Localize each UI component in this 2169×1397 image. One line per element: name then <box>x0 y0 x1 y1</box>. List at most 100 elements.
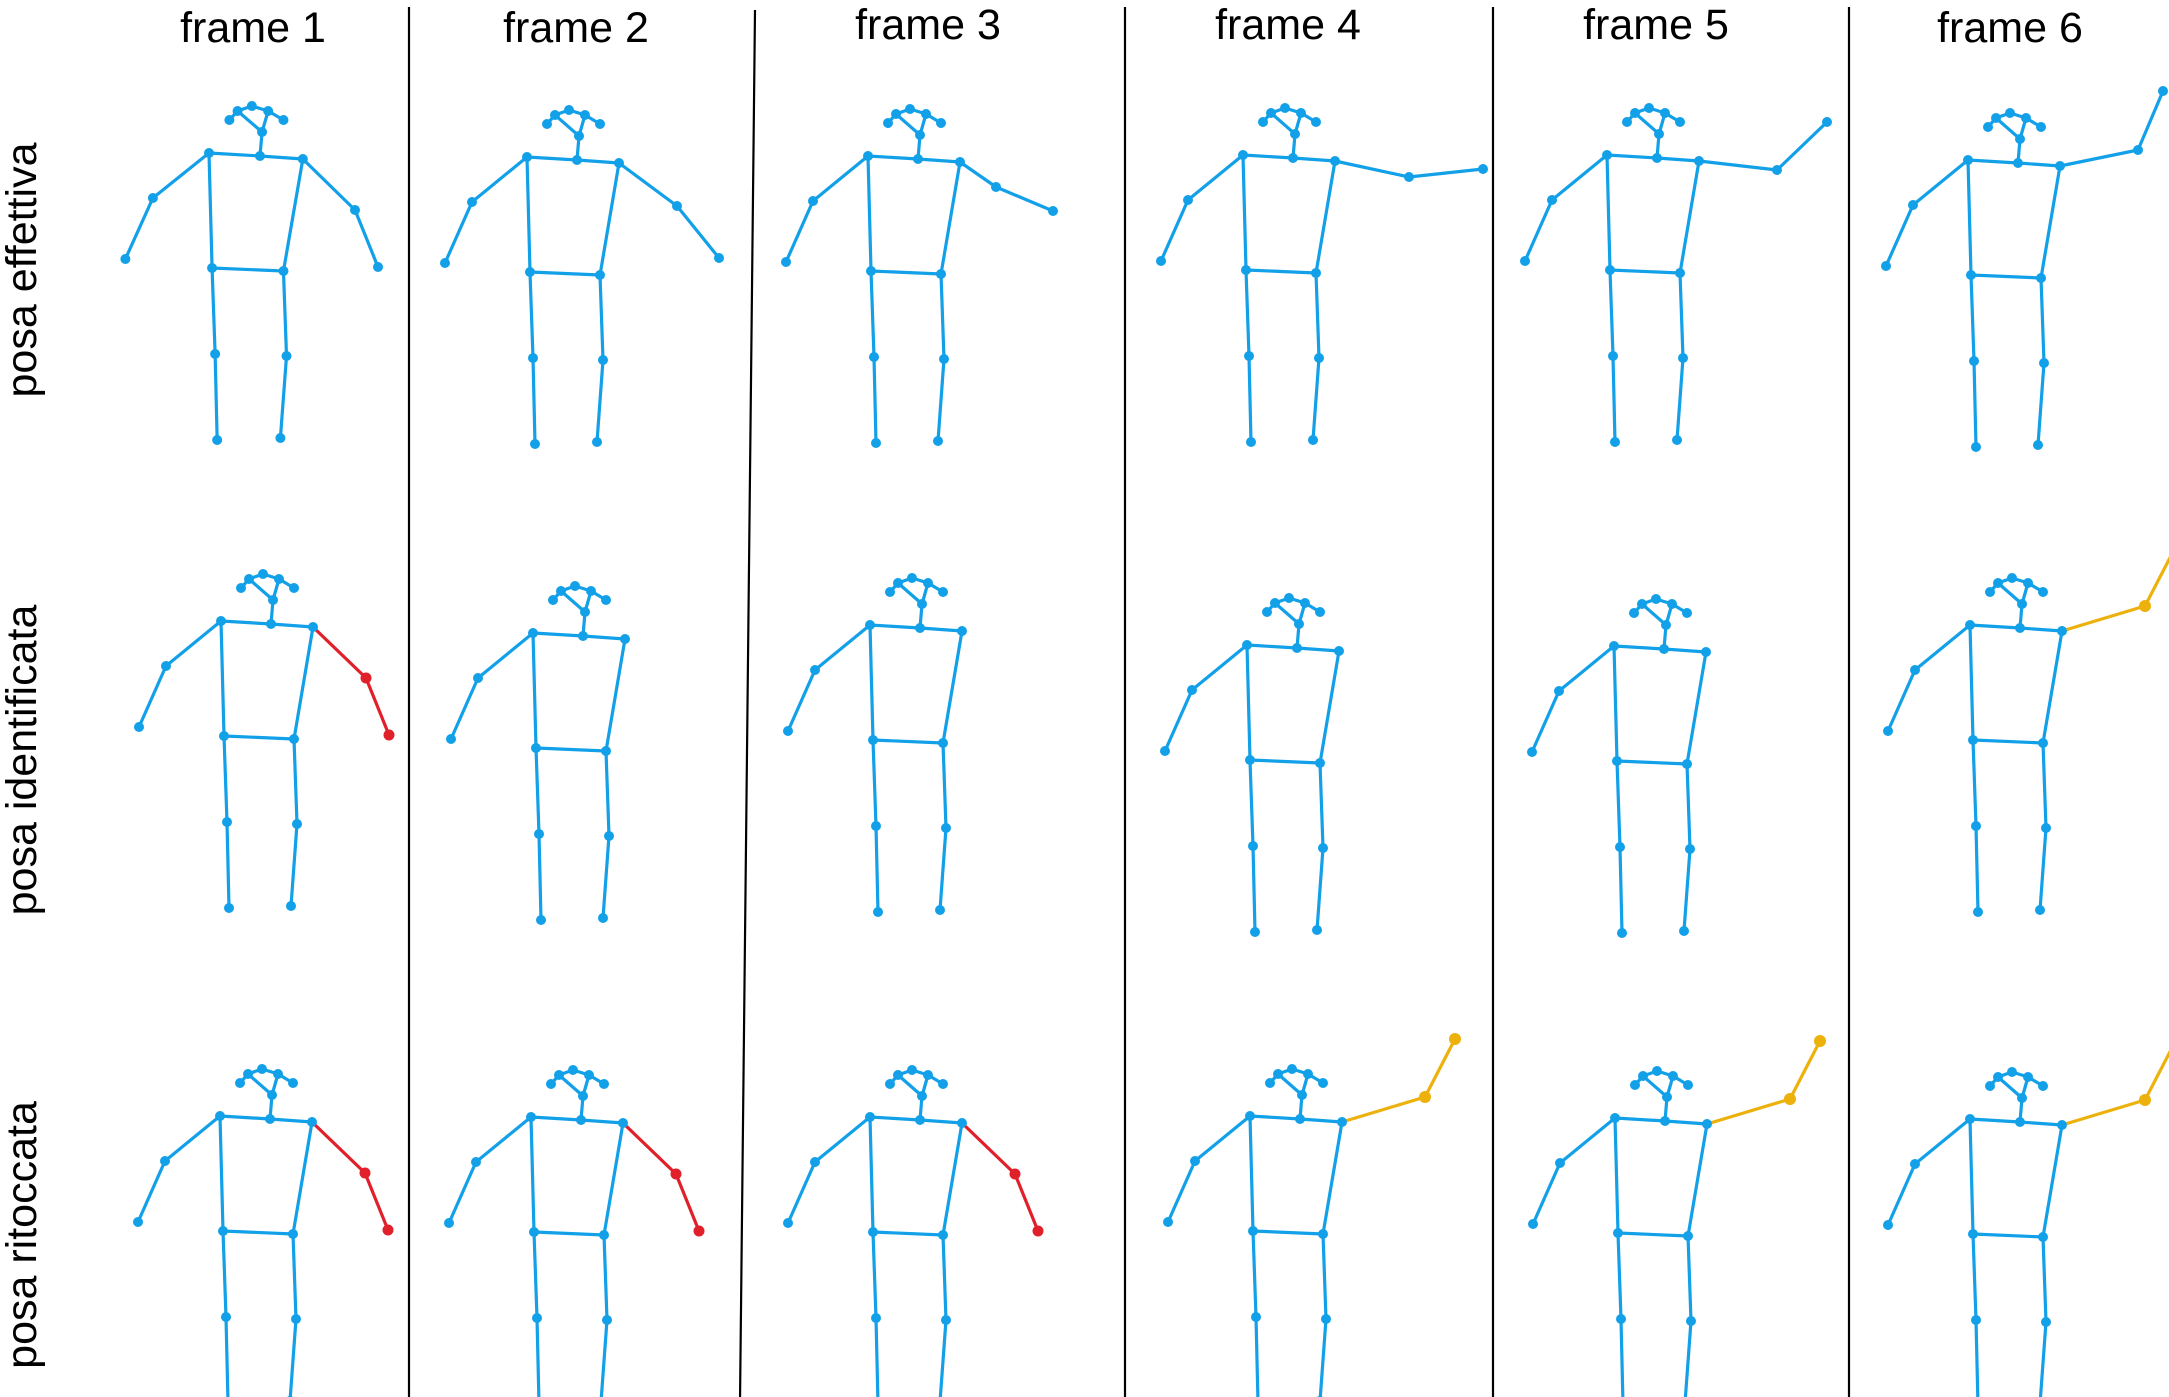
joint-h5 <box>580 607 590 617</box>
bone-ls-le <box>164 619 223 668</box>
joint-right-wrist <box>1814 1035 1826 1047</box>
joint-ls <box>215 1111 225 1121</box>
joint-h1 <box>1993 578 2003 588</box>
joint-rh <box>1315 758 1325 768</box>
joint-h5 <box>1290 129 1300 139</box>
joint-rh <box>2038 738 2048 748</box>
joint-h1 <box>232 106 243 116</box>
joint-neck <box>1660 1116 1670 1126</box>
joint-rs <box>614 158 624 168</box>
joint-lh <box>218 1226 228 1236</box>
column-label-frame-4: frame 4 <box>1215 1 1361 49</box>
joint-right-wrist <box>383 729 395 741</box>
joint-lw <box>134 722 144 732</box>
joint-h0 <box>546 1079 556 1089</box>
joint-right-elbow <box>2139 1094 2151 1106</box>
joint-h0 <box>883 118 893 128</box>
joint-rs <box>2055 161 2065 171</box>
joint-la <box>212 435 223 445</box>
bone-ls-lh <box>1968 623 1975 742</box>
joint-neck <box>1292 643 1302 653</box>
bone-ls-le <box>1557 644 1616 693</box>
bone-ls-le <box>470 155 529 204</box>
joint-h5 <box>2017 599 2027 609</box>
bone-rh-rk <box>1686 1234 1693 1323</box>
bone-lk-la <box>531 356 537 446</box>
joint-neck <box>572 155 582 165</box>
bone-le-lw <box>1159 198 1190 263</box>
bone-le-lw <box>137 664 168 729</box>
joint-h1 <box>1630 108 1640 118</box>
joint-right-elbow <box>359 1167 371 1179</box>
bone-neck-rs <box>1291 156 1337 163</box>
joint-right-elbow <box>350 205 360 215</box>
joint-h2 <box>1652 1066 1662 1076</box>
bone-rk-ra <box>288 1317 298 1397</box>
joint-h4 <box>601 595 611 605</box>
joint-neck <box>578 631 588 641</box>
bone-lk-la <box>1611 354 1617 444</box>
joint-right-wrist <box>373 262 383 272</box>
joint-rh <box>936 269 946 279</box>
joint-h5 <box>1662 1092 1672 1102</box>
bone-neck-ls <box>1605 153 1659 160</box>
bone-neck-ls <box>219 619 273 626</box>
bone-neck-rs <box>575 158 621 165</box>
joint-right-wrist <box>714 253 724 263</box>
bone-rh-rk <box>291 1232 298 1321</box>
bone-rs-rh <box>1318 649 1341 765</box>
bone-rs-re <box>310 1120 367 1175</box>
joint-neck <box>2015 1117 2025 1127</box>
bone-lh-lk <box>222 734 229 824</box>
bone-h1-h5 <box>896 1073 924 1098</box>
bone-lk-la <box>537 832 543 922</box>
joint-ls <box>865 620 875 630</box>
joint-le <box>471 1157 481 1167</box>
joint-neck <box>1659 644 1669 654</box>
joint-neck <box>2013 158 2023 168</box>
joint-rh <box>1318 1229 1328 1239</box>
joint-h1 <box>554 1070 564 1080</box>
bone-re-rw <box>1423 1037 1457 1099</box>
joint-rk <box>941 823 951 833</box>
bone-rh-rk <box>1314 271 1321 360</box>
bone-lh-lk <box>869 269 876 359</box>
joint-neck <box>576 1115 586 1125</box>
joint-h2 <box>568 1065 578 1075</box>
bone-lk-la <box>1254 1315 1260 1397</box>
bone-neck-ls <box>868 1115 922 1122</box>
joint-h3 <box>921 109 931 119</box>
joint-h4 <box>288 1078 298 1088</box>
bone-lk-la <box>1974 1318 1980 1397</box>
joint-neck <box>915 1115 925 1125</box>
joint-h0 <box>1983 122 1993 132</box>
column-separators <box>407 7 1851 1397</box>
bone-rk-ra <box>599 1318 609 1397</box>
bone-rs-rh <box>292 625 315 741</box>
bone-re-rw <box>1775 120 1829 172</box>
bone-lk-la <box>225 820 231 910</box>
bone-rk-ra <box>278 354 289 440</box>
bone-h1-h5 <box>894 112 922 137</box>
bone-re-rw <box>2143 1050 2169 1102</box>
bone-re-rw <box>353 208 380 269</box>
joint-h5 <box>2015 134 2025 144</box>
joint-le <box>1908 200 1918 210</box>
joint-rh <box>289 734 299 744</box>
bone-ls-lh <box>1241 153 1248 272</box>
joint-lh <box>1245 755 1255 765</box>
joint-rk <box>602 1315 612 1325</box>
joint-ls <box>204 148 214 158</box>
joint-le <box>1555 1158 1565 1168</box>
skeleton-r1-c4 <box>1156 103 1488 447</box>
joint-h0 <box>1630 1080 1640 1090</box>
joint-right-elbow <box>1009 1168 1021 1180</box>
joint-h4 <box>2038 587 2048 597</box>
joint-right-elbow <box>672 201 682 211</box>
joint-h5 <box>578 1091 588 1101</box>
joint-rh <box>595 270 605 280</box>
bone-rh-rk <box>604 749 611 838</box>
joint-le <box>1910 665 1920 675</box>
joint-h3 <box>1660 108 1670 118</box>
